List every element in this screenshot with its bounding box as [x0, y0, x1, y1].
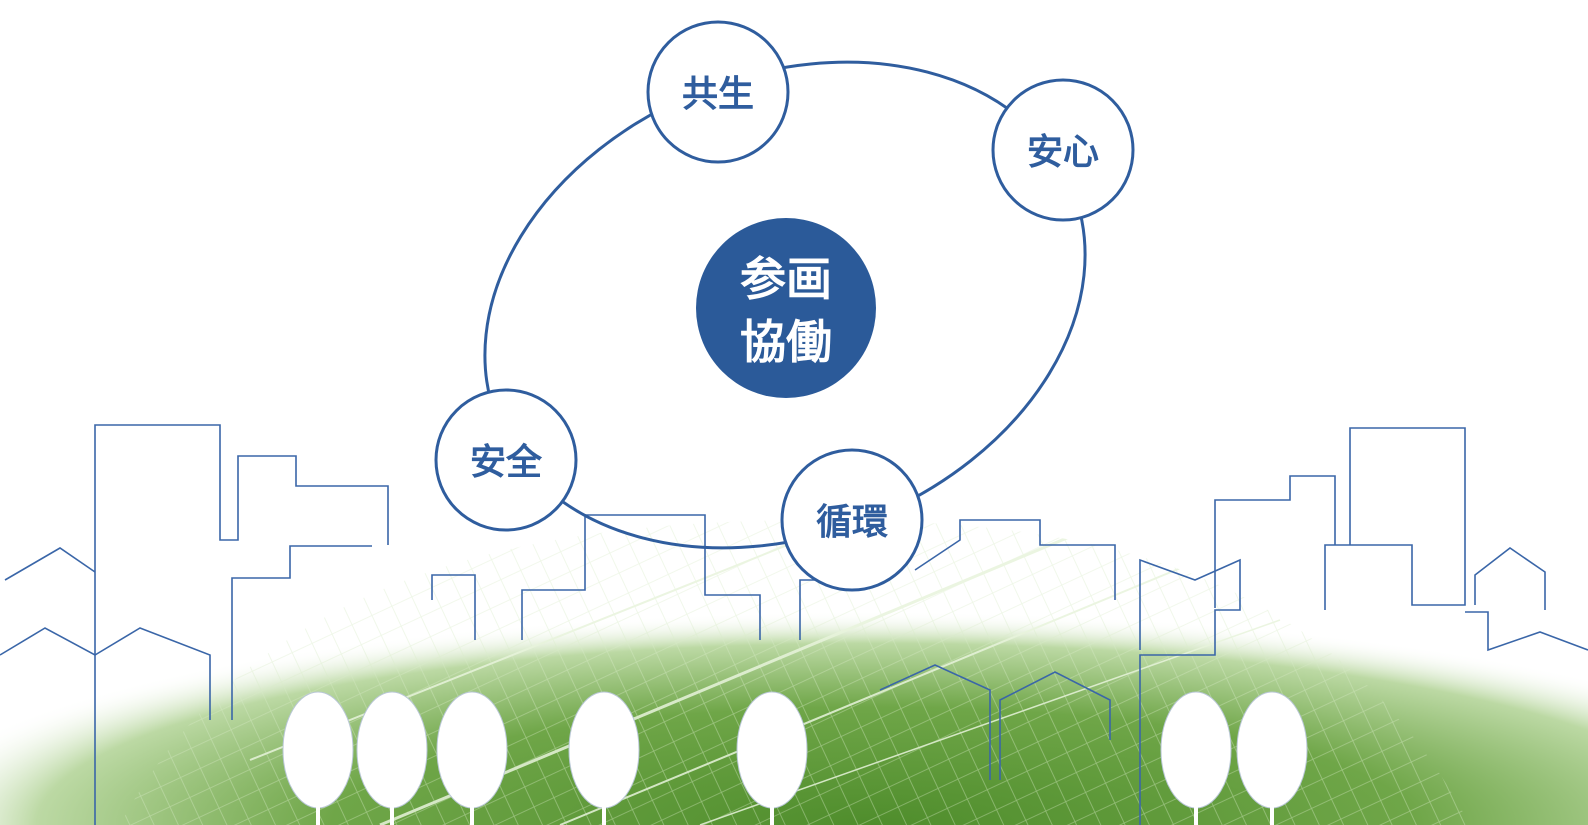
tree-2: [356, 691, 428, 825]
tree-5: [736, 691, 808, 825]
tree-1: [282, 691, 354, 825]
node-kyosei: 共生: [646, 20, 790, 164]
node-kyosei-label: 共生: [682, 74, 754, 115]
node-junkan-label: 循環: [816, 502, 888, 543]
building-center-1: [431, 574, 476, 640]
house-right-3: [1465, 611, 1588, 652]
building-right-mid: [1214, 475, 1336, 608]
house-right-1: [1139, 558, 1241, 825]
building-center-2: [521, 514, 761, 640]
center-label-line2: 協働: [740, 315, 832, 369]
node-junkan: 循環: [780, 448, 924, 592]
house-roof-left-2: [0, 627, 211, 720]
center-node: 参画 協働: [696, 218, 876, 398]
building-left-mid: [231, 545, 372, 720]
tree-6: [1160, 691, 1232, 825]
trees: [282, 691, 1308, 825]
node-anshin-label: 安心: [1027, 132, 1099, 173]
node-anzen-label: 安全: [470, 441, 543, 483]
skyline: [0, 424, 1588, 825]
tree-7: [1236, 691, 1308, 825]
house-center-1: [879, 664, 991, 780]
house-roof-left-1: [4, 547, 96, 581]
house-right-2: [1474, 547, 1546, 610]
node-anshin: 安心: [991, 78, 1135, 222]
node-anzen: 安全: [434, 388, 578, 532]
building-right-tall: [1324, 427, 1466, 610]
tree-4: [568, 691, 640, 825]
building-center-4: [914, 519, 1116, 600]
building-left-tall: [94, 424, 389, 825]
center-label-line1: 参画: [740, 252, 832, 306]
house-center-2: [999, 671, 1111, 780]
tree-3: [436, 691, 508, 825]
